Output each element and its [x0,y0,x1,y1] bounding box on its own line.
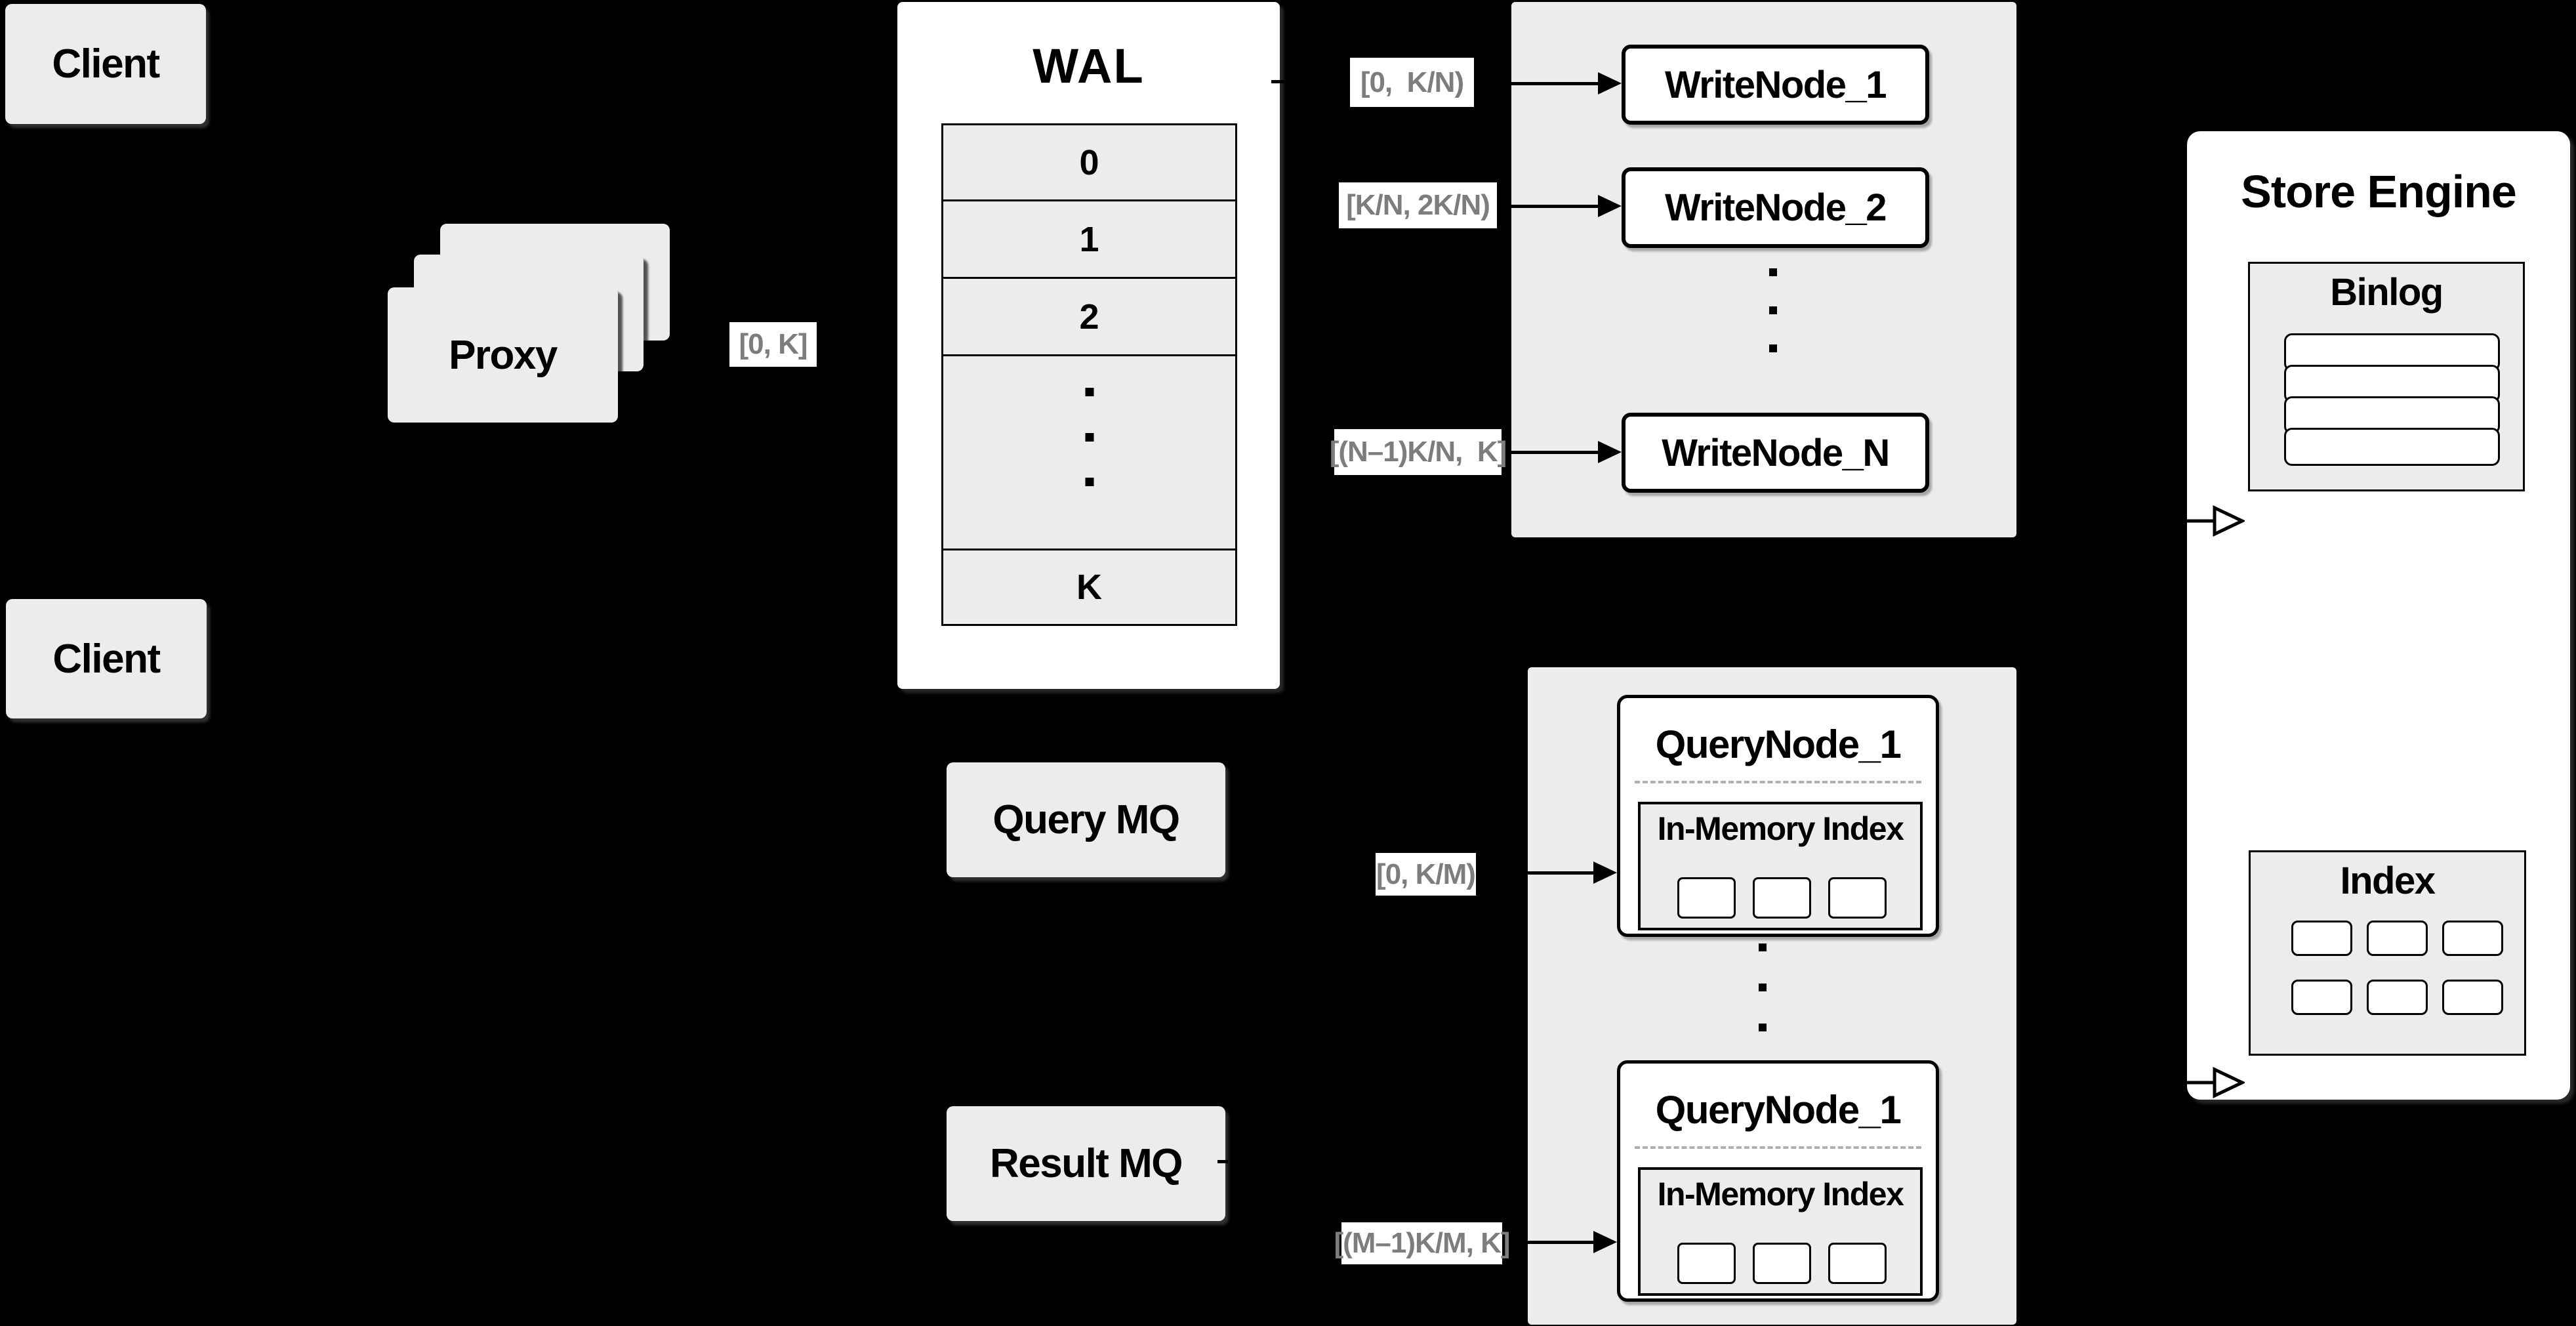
client-node-bottom: Client [6,599,207,718]
index-file-box [2291,980,2352,1015]
wal-segment-2: 2 [943,279,1235,356]
range-label-writenode-n: [(N–1)K/N, K] [1330,429,1507,475]
client-node-top: Client [5,4,206,124]
querynode-top-inmemory-index: In-Memory Index [1638,802,1923,930]
range-label-writenode-1: [0, K/N) [1350,58,1474,107]
querynode-top-title: QueryNode_1 [1655,722,1902,766]
querynode-top-divider [1635,781,1921,783]
store-index-box: Index [2249,850,2526,1056]
index-segment-box [1753,877,1811,919]
wal-segment-k: K [1076,568,1102,607]
store-index-title: Index [2340,860,2436,902]
index-segment-box [1677,877,1736,919]
querynode-bottom-inmemory-index-title: In-Memory Index [1657,1176,1904,1212]
result-mq-connector-stub [1217,1160,1228,1163]
arrow-to-writenode-2 [1511,195,1622,217]
open-arrow-to-index [2186,1067,2245,1098]
index-file-box [2367,921,2428,956]
open-arrow-to-binlog [2186,505,2245,537]
wal-segment-ellipsis-row [943,356,1235,550]
querynode-bottom-divider [1635,1146,1921,1149]
query-node-group: QueryNode_1 In-Memory Index QueryNode_1 … [1528,667,2016,1325]
store-engine-panel: Store Engine Binlog Index [2186,131,2570,1100]
index-segment-box [1828,1243,1887,1284]
binlog-row [2284,428,2500,466]
index-file-box [2291,921,2352,956]
wal-title: WAL [1032,39,1145,93]
arrow-to-querynode-1 [1528,861,1617,884]
proxy-node: Proxy [388,287,618,423]
index-segment-box [1828,877,1887,919]
arrow-to-writenode-n [1511,441,1622,463]
wal-connector-stub [1271,80,1284,83]
store-engine-title: Store Engine [2241,166,2517,217]
index-file-box [2442,921,2503,956]
write-node-group: WriteNode_1 WriteNode_2 WriteNode_N [1511,2,2016,537]
writenode-n: WriteNode_N [1622,413,1929,493]
result-mq-node: Result MQ [947,1106,1225,1221]
wal-segment-0: 0 [943,125,1235,201]
range-label-querynode-1: [0, K/M) [1376,853,1476,896]
wal-segment-table: 0 1 2 K [941,123,1237,626]
arrow-to-writenode-1 [1511,72,1622,94]
wal-segment-1: 1 [943,201,1235,279]
arrow-to-querynode-m [1528,1231,1617,1253]
querynode-top-inmemory-index-title: In-Memory Index [1657,810,1904,847]
index-file-box [2367,980,2428,1015]
index-segment-box [1677,1243,1736,1284]
writenode-vertical-ellipsis [1769,268,1777,352]
range-label-querynode-m: [(M–1)K/M, K] [1334,1222,1511,1264]
writenode-2: WriteNode_2 [1622,167,1929,248]
querynode-bottom-inmemory-index: In-Memory Index [1638,1167,1923,1296]
querynode-bottom-title: QueryNode_1 [1655,1088,1902,1132]
range-label-writenode-2: [K/N, 2K/N) [1339,182,1497,228]
result-mq-label: Result MQ [989,1141,1183,1186]
query-mq-label: Query MQ [992,797,1180,842]
querynode-bottom: QueryNode_1 In-Memory Index [1617,1060,1939,1302]
querynode-top: QueryNode_1 In-Memory Index [1617,695,1939,937]
client-top-label: Client [52,41,160,87]
index-file-box [2442,980,2503,1015]
proxy-label: Proxy [449,332,558,378]
index-segment-box [1753,1243,1811,1284]
client-bottom-label: Client [52,636,161,682]
range-label-proxy-out: [0, K] [729,322,817,367]
binlog-box: Binlog [2248,262,2525,491]
wal-panel: WAL 0 1 2 K [897,2,1280,689]
binlog-title: Binlog [2330,271,2443,314]
querynode-vertical-ellipsis [1759,943,1767,1031]
wal-vertical-ellipsis [1085,388,1094,486]
query-mq-node: Query MQ [947,762,1225,877]
writenode-1: WriteNode_1 [1622,45,1929,125]
